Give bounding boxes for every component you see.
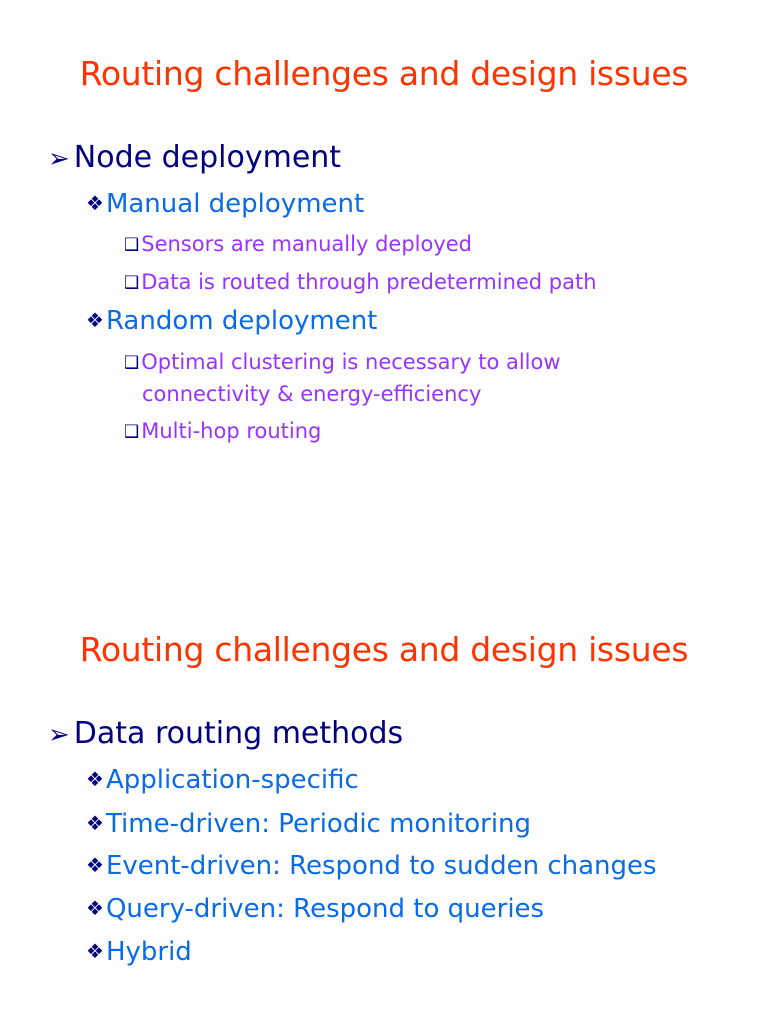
arrow-bullet-icon: ➢ [48,720,70,750]
bullet-manual-deployment: ❖Manual deployment [86,189,364,219]
square-bullet-icon: ❑ [124,422,140,442]
item-text: Sensors are manually deployed [141,232,473,256]
diamond-bullet-icon: ❖ [86,811,104,835]
bullet-event-driven: ❖Event-driven: Respond to sudden changes [86,851,657,881]
diamond-bullet-icon: ❖ [86,191,104,215]
bullet-data-routed-path: ❑Data is routed through predetermined pa… [124,267,597,299]
slide-2-title: Routing challenges and design issues [79,630,689,669]
slide-2: Routing challenges and design issues ➢Da… [0,578,768,1024]
item-text: Time-driven: Periodic monitoring [105,809,532,839]
bullet-random-deployment: ❖Random deployment [86,306,377,336]
item-text: Data is routed through predetermined pat… [141,270,597,294]
item-text: Multi-hop routing [141,419,322,443]
item-text: Event-driven: Respond to sudden changes [105,851,657,881]
diamond-bullet-icon: ❖ [86,896,104,920]
bullet-sensors-manually-deployed: ❑Sensors are manually deployed [124,229,472,261]
section-label: Random deployment [105,306,378,336]
heading-text: Data routing methods [73,716,404,751]
slide-1: Routing challenges and design issues ➢No… [48,54,689,448]
slide-1-title: Routing challenges and design issues [79,54,689,93]
bullet-time-driven: ❖Time-driven: Periodic monitoring [86,809,531,839]
diamond-bullet-icon: ❖ [86,308,104,332]
square-bullet-icon: ❑ [124,273,140,293]
bullet-optimal-clustering: ❑Optimal clustering is necessary to allo… [124,347,561,409]
item-text: Hybrid [105,937,192,967]
diamond-bullet-icon: ❖ [86,853,104,877]
arrow-bullet-icon: ➢ [48,144,70,174]
square-bullet-icon: ❑ [124,353,140,373]
section-label: Manual deployment [105,189,365,219]
bullet-hybrid: ❖Hybrid [86,937,192,967]
item-text-continuation: connectivity & energy-efficiency [142,382,482,406]
item-text: Optimal clustering is necessary to allow [141,350,561,374]
bullet-data-routing-methods: ➢Data routing methods [48,716,403,751]
diamond-bullet-icon: ❖ [86,767,104,791]
bullet-application-specific: ❖Application-specific [86,765,359,795]
bullet-node-deployment: ➢Node deployment [48,140,341,175]
bullet-query-driven: ❖Query-driven: Respond to queries [86,894,544,924]
diamond-bullet-icon: ❖ [86,939,104,963]
item-text: Query-driven: Respond to queries [105,894,545,924]
square-bullet-icon: ❑ [124,235,140,255]
item-text: Application-specific [105,765,359,795]
heading-text: Node deployment [73,140,342,175]
bullet-multi-hop-routing: ❑Multi-hop routing [124,416,321,448]
